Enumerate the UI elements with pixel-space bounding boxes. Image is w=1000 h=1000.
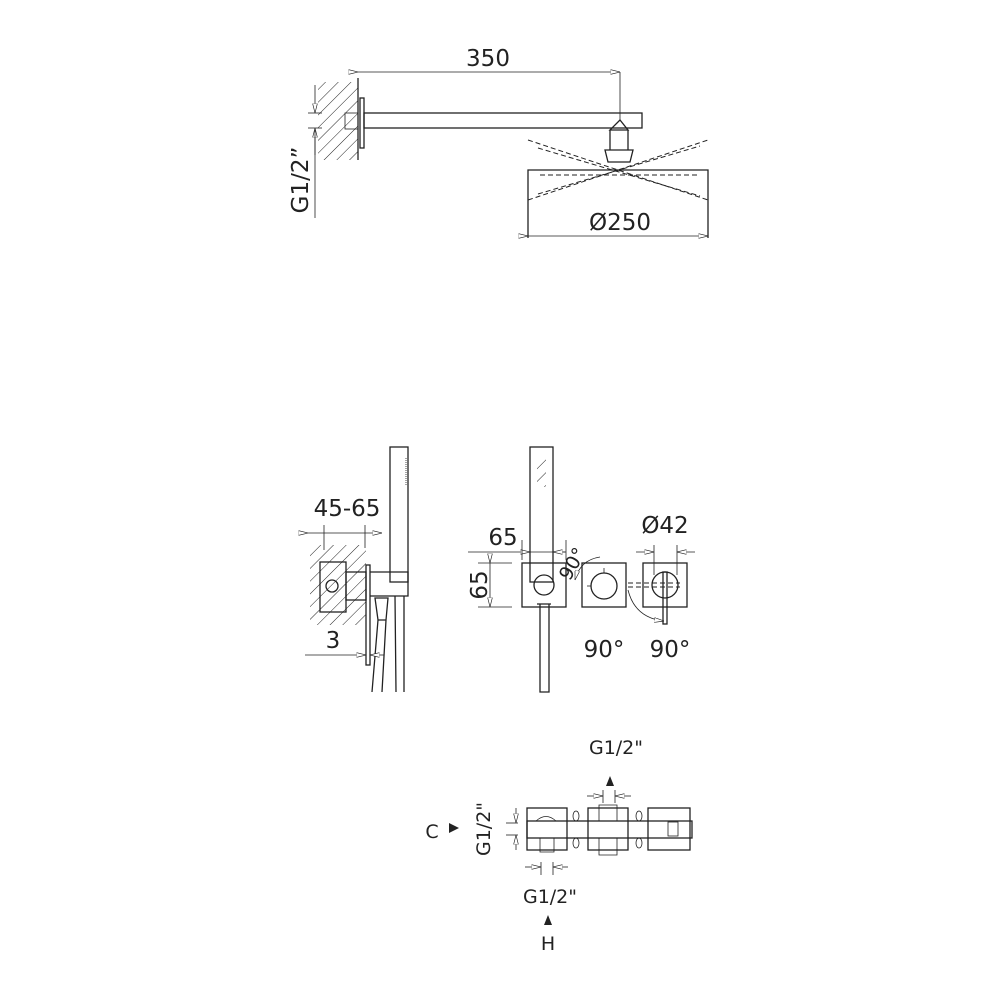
rotation-small-label: 90° [555,544,591,584]
head-diameter-label: Ø250 [589,210,651,236]
diverter-knob [651,571,679,599]
arm-length-label: 350 [466,46,510,72]
swivel-joint [604,119,634,163]
shower-head [527,169,709,238]
thread [344,112,359,130]
rotation-lever-label: 90° [650,637,691,663]
depth-label: 45-65 [314,496,381,522]
rotation-thermo-label: 90° [584,637,625,663]
inlet-bottom-label: G1/2" [523,886,577,908]
shower-head-view: 350 G1/2” Ø250 [288,46,709,238]
mixer-front-view: 65 65 90° 90° Ø42 90° [467,446,695,693]
body-left [526,807,568,851]
cover-plate [365,564,371,666]
outlet-arrow-icon [606,776,614,786]
outlet-plate [521,562,567,608]
hot-arrow-icon [544,915,552,925]
thermostat-plate [581,562,627,608]
wall-hatch [318,82,358,160]
tilt-dashed [537,147,701,197]
thread-label: G1/2” [288,147,314,214]
cold-label: C [425,821,438,843]
shower-arm [363,112,643,129]
inlet-side-label: G1/2" [473,802,495,856]
thermostat-knob [590,572,618,600]
holder [370,571,409,597]
plate-thickness-label: 3 [326,628,341,654]
mixer-side-view: 45-65 3 [305,446,409,693]
diverter-plate [642,562,688,608]
width-label: 65 [488,525,517,551]
cold-arrow-icon [449,823,459,833]
hand-shower [529,446,554,583]
hot-label: H [541,933,555,955]
body-right [647,807,691,851]
body-plan-view: G1/2" C G1/2" G1/2" H [425,737,693,955]
hand-shower [389,446,409,583]
knob-diameter-label: Ø42 [641,513,688,539]
height-label: 65 [467,570,493,599]
body-center [587,807,629,851]
body-bar [526,820,693,839]
outlet-top-label: G1/2" [589,737,643,759]
diverter-lever [662,571,668,625]
